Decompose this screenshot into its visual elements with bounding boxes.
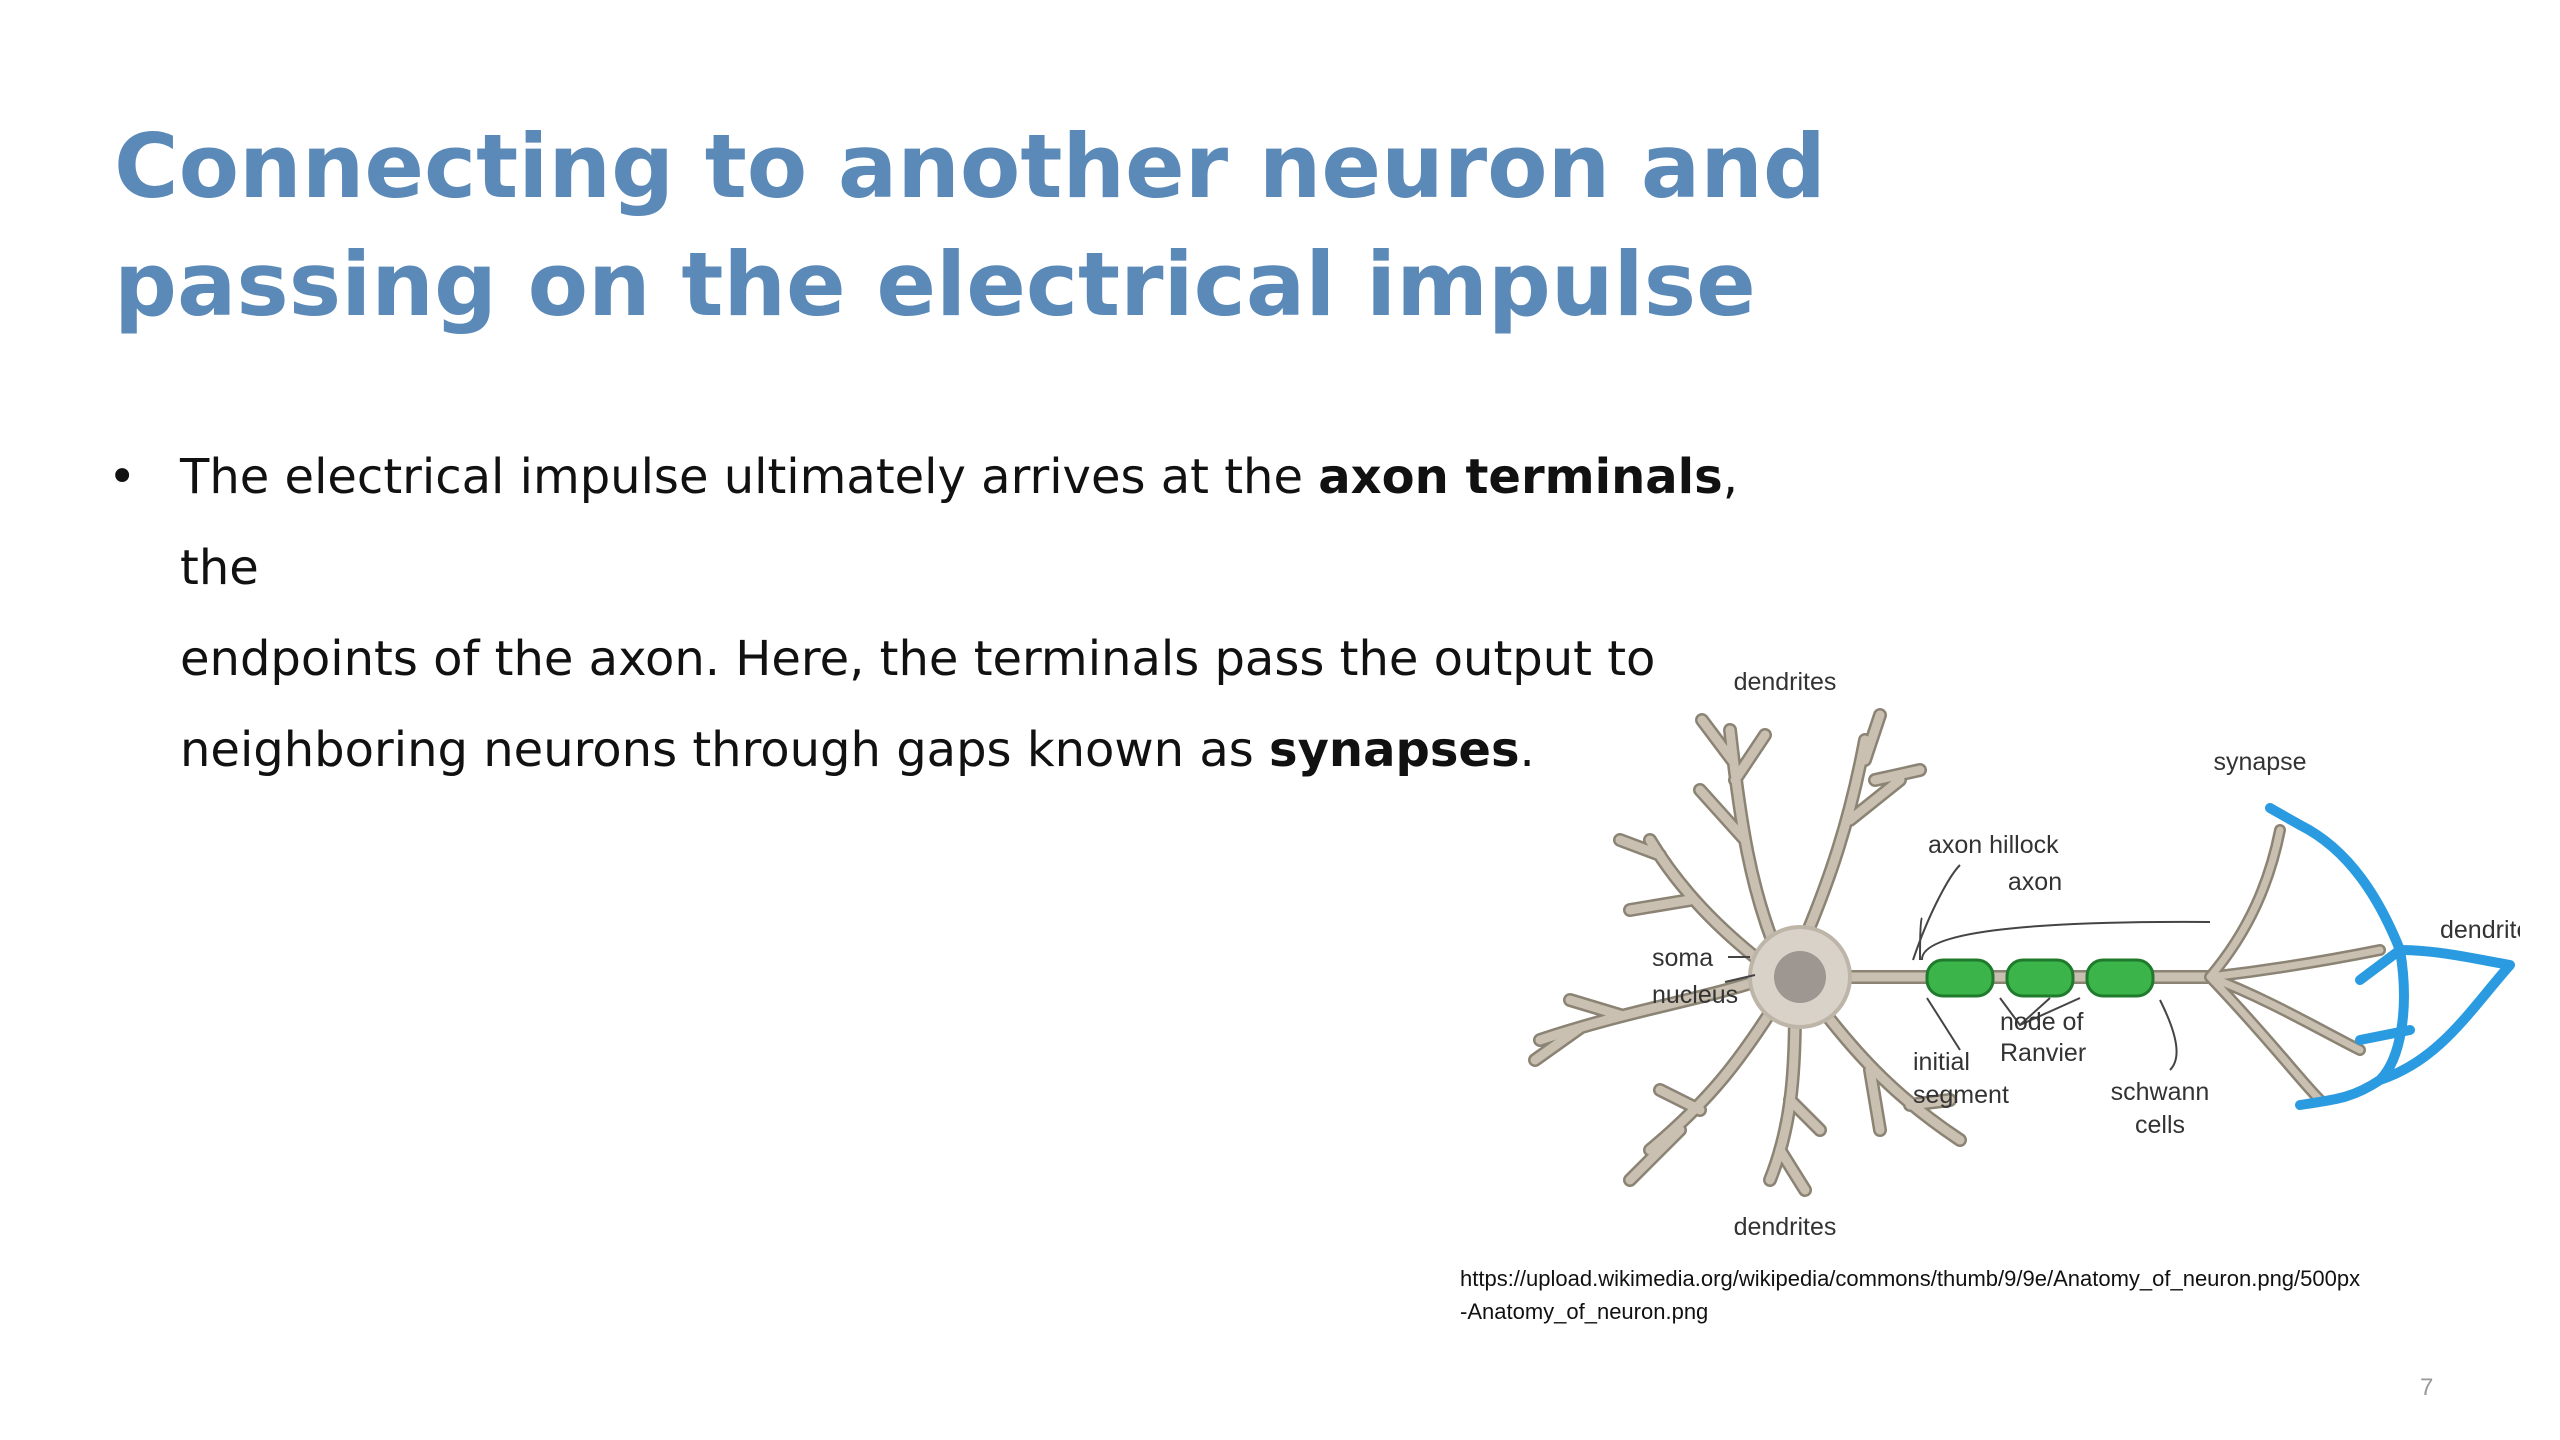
label-cells: cells: [2135, 1111, 2185, 1139]
label-dendrites-bottom: dendrites: [1734, 1213, 1837, 1241]
label-dendrite: dendrite: [2440, 916, 2520, 944]
image-source-url: https://upload.wikimedia.org/wikipedia/c…: [1460, 1262, 2540, 1328]
bullet-text-3b: .: [1519, 722, 1535, 778]
bullet-item: • The electrical impulse ultimately arri…: [100, 432, 1800, 796]
label-segment: segment: [1913, 1081, 2009, 1109]
label-nucleus: nucleus: [1652, 981, 1738, 1009]
label-axon-hillock: axon hillock: [1928, 831, 2059, 859]
label-node-of: node of: [2000, 1008, 2083, 1036]
bullet-list: • The electrical impulse ultimately arri…: [100, 432, 1800, 796]
label-axon: axon: [2008, 868, 2062, 896]
label-leaders: [1724, 864, 2211, 1071]
bullet-text-1b: , the: [180, 449, 1738, 596]
label-soma: soma: [1652, 944, 1713, 972]
term-axon-terminals: axon terminals: [1318, 449, 1723, 505]
bullet-marker: •: [108, 449, 137, 505]
bullet-text-2: endpoints of the axon. Here, the termina…: [180, 631, 1656, 687]
term-synapses: synapses: [1269, 722, 1520, 778]
neuron-diagram: dendrites synapse axon hillock axon dend…: [1528, 668, 2520, 1241]
label-initial: initial: [1913, 1048, 1970, 1076]
neuron-dendrites: [1528, 708, 1967, 1197]
bullet-text-1a: The electrical impulse ultimately arrive…: [180, 449, 1319, 505]
myelin-sheath: [1925, 958, 2155, 998]
nucleus: [1774, 951, 1826, 1003]
page-number: 7: [2420, 1374, 2434, 1401]
source-url-line-1: https://upload.wikimedia.org/wikipedia/c…: [1460, 1266, 2361, 1291]
title-line-2: passing on the electrical impulse: [114, 233, 1756, 336]
source-url-line-2: -Anatomy_of_neuron.png: [1460, 1299, 1709, 1324]
label-synapse: synapse: [2213, 748, 2306, 776]
bullet-text-3a: neighboring neurons through gaps known a…: [180, 722, 1270, 778]
title-line-1: Connecting to another neuron and: [114, 115, 1826, 218]
label-dendrites-top: dendrites: [1734, 668, 1837, 696]
slide-title: Connecting to another neuron and passing…: [114, 108, 1826, 344]
target-dendrite: [2265, 803, 2515, 1110]
label-ranvier: Ranvier: [2000, 1039, 2086, 1067]
label-schwann: schwann: [2111, 1078, 2210, 1106]
